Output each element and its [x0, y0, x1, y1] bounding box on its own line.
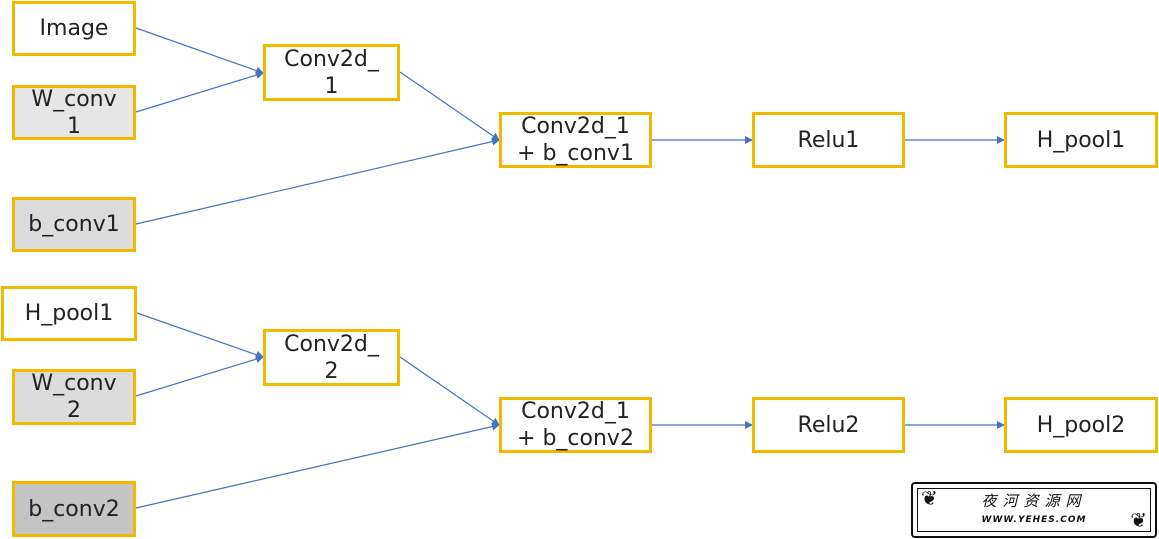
node-w-conv2[interactable]: W_conv 2: [12, 369, 136, 425]
node-relu1[interactable]: Relu1: [752, 112, 905, 168]
node-w-conv1-label: W_conv 1: [31, 86, 117, 139]
node-conv2d-2[interactable]: Conv2d_ 2: [263, 329, 400, 386]
edge-bconv1-sum1: [135, 137, 500, 225]
edge-bconv2-sum2: [135, 422, 500, 509]
node-h-pool1[interactable]: H_pool1: [1004, 112, 1158, 168]
edge-wconv1-conv2d1: [135, 71, 264, 113]
node-sum-2[interactable]: Conv2d_1 + b_conv2: [499, 397, 652, 453]
flourish-right-icon: ❦: [1130, 508, 1147, 532]
watermark-logo: ❦ ❦ 夜河资源网 WWW.YEHES.COM: [911, 482, 1157, 538]
node-sum-1-label: Conv2d_1 + b_conv1: [517, 114, 634, 166]
node-relu2-label: Relu2: [797, 412, 860, 438]
node-w-conv1[interactable]: W_conv 1: [12, 85, 136, 140]
node-conv2d-2-label: Conv2d_ 2: [284, 331, 379, 384]
edge-conv2d2-sum2: [399, 356, 500, 426]
node-b-conv1[interactable]: b_conv1: [12, 197, 136, 252]
node-relu1-label: Relu1: [797, 127, 860, 153]
node-h-pool1-input[interactable]: H_pool1: [1, 286, 137, 341]
node-b-conv1-label: b_conv1: [28, 212, 120, 237]
node-image[interactable]: Image: [12, 1, 136, 56]
edge-wconv2-conv2d2: [135, 355, 264, 397]
node-conv2d-1-label: Conv2d_ 1: [284, 46, 379, 99]
node-h-pool1-label: H_pool1: [1036, 127, 1126, 153]
watermark-title: 夜河资源网: [981, 492, 1087, 510]
node-conv2d-1[interactable]: Conv2d_ 1: [263, 44, 400, 101]
edge-image-conv2d1: [135, 27, 264, 75]
watermark-frame: [917, 488, 1151, 532]
node-image-label: Image: [39, 16, 109, 41]
flourish-left-icon: ❦: [921, 486, 938, 510]
watermark-url: WWW.YEHES.COM: [981, 515, 1087, 525]
node-b-conv2[interactable]: b_conv2: [12, 481, 136, 537]
node-relu2[interactable]: Relu2: [752, 397, 905, 453]
node-b-conv2-label: b_conv2: [28, 496, 120, 522]
edge-conv2d1-sum1: [399, 71, 500, 141]
node-h-pool2-label: H_pool2: [1036, 412, 1126, 438]
edge-hpool1in-conv2d2: [136, 312, 264, 359]
node-h-pool1-input-label: H_pool1: [24, 301, 114, 326]
node-sum-1[interactable]: Conv2d_1 + b_conv1: [499, 112, 652, 168]
node-sum-2-label: Conv2d_1 + b_conv2: [517, 399, 634, 451]
node-h-pool2[interactable]: H_pool2: [1004, 397, 1158, 453]
node-w-conv2-label: W_conv 2: [31, 371, 117, 423]
